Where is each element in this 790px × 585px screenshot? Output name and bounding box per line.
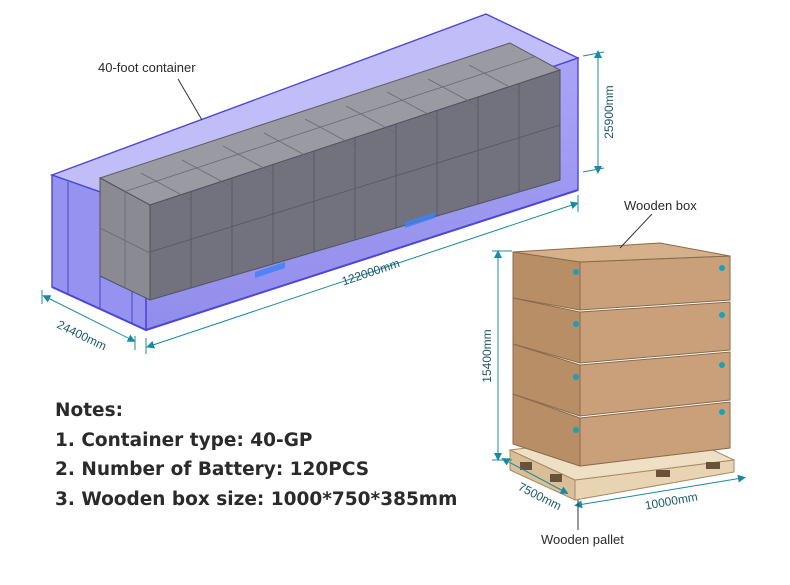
wooden-pallet-callout: Wooden pallet bbox=[541, 500, 624, 547]
wooden-box-label: Wooden box bbox=[624, 198, 697, 213]
box-layer-4 bbox=[512, 393, 731, 467]
container-height-label: 25900mm bbox=[602, 85, 616, 138]
notes-heading: Notes: bbox=[55, 400, 123, 421]
wooden-pallet-label: Wooden pallet bbox=[541, 532, 624, 547]
box-layer-2 bbox=[512, 297, 731, 364]
box-layer-3 bbox=[512, 343, 731, 417]
container-height-dimension: 25900mm bbox=[582, 50, 616, 174]
container-callout: 40-foot container bbox=[98, 60, 203, 121]
container-label: 40-foot container bbox=[98, 60, 196, 75]
wooden-box-stack bbox=[508, 242, 736, 501]
wooden-box-callout: Wooden box bbox=[619, 198, 697, 249]
note-item: 1. Container type: 40-GP bbox=[55, 429, 313, 451]
notes-block: Notes: 1. Container type: 40-GP 2. Numbe… bbox=[55, 396, 457, 514]
container-leader-line bbox=[177, 78, 203, 121]
note-item: 2. Number of Battery: 120PCS bbox=[55, 459, 370, 480]
box-height-label: 15400mm bbox=[480, 329, 494, 382]
box-height-dimension: 15400mm bbox=[480, 250, 512, 461]
container-width-label: 24400mm bbox=[55, 317, 109, 353]
note-item: 3. Wooden box size: 1000*750*385mm bbox=[55, 488, 458, 510]
box-layer-1 bbox=[512, 242, 731, 311]
